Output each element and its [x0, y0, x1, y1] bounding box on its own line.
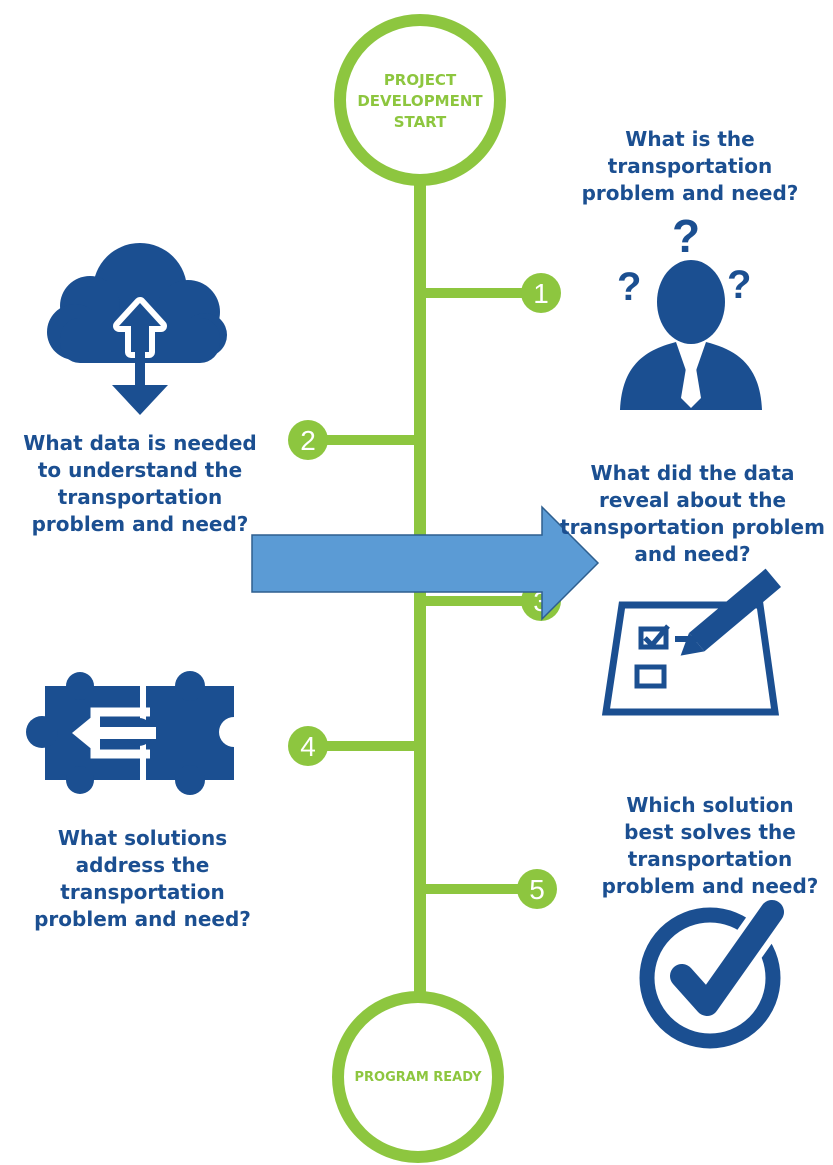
step-1-number: 1: [533, 278, 549, 309]
svg-text:?: ?: [672, 210, 700, 262]
step-4-marker: 4: [288, 726, 328, 766]
right-arrow-icon: [251, 505, 600, 621]
svg-text:?: ?: [727, 263, 751, 307]
step-2-number: 2: [300, 425, 316, 456]
cloud-upload-download-icon: [47, 243, 227, 415]
step-5-number: 5: [529, 874, 545, 905]
step-4-number: 4: [300, 731, 316, 762]
checkmark-circle-icon: [639, 894, 790, 1049]
person-question-icon: ? ? ?: [617, 210, 762, 410]
checklist-pencil-icon: [601, 568, 782, 716]
step-2-marker: 2: [288, 420, 328, 460]
start-node-circle: [334, 14, 506, 186]
puzzle-pieces-icon: [26, 671, 249, 795]
step-4-question: What solutions address the transportatio…: [34, 826, 251, 931]
svg-text:?: ?: [617, 265, 641, 309]
step-2-question: What data is needed to understand the tr…: [23, 431, 257, 536]
step-5-question: Which solution best solves the transport…: [601, 793, 819, 898]
step-3-question: What did the data reveal about the trans…: [560, 461, 825, 566]
start-node-label: PROJECT DEVELOPMENT START: [357, 71, 483, 131]
end-node-circle: [332, 991, 504, 1163]
end-node-label: PROGRAM READY: [354, 1070, 482, 1085]
step-1-question: What is the transportation problem and n…: [581, 127, 799, 205]
step-5-marker: 5: [517, 869, 557, 909]
step-1-marker: 1: [521, 273, 561, 313]
